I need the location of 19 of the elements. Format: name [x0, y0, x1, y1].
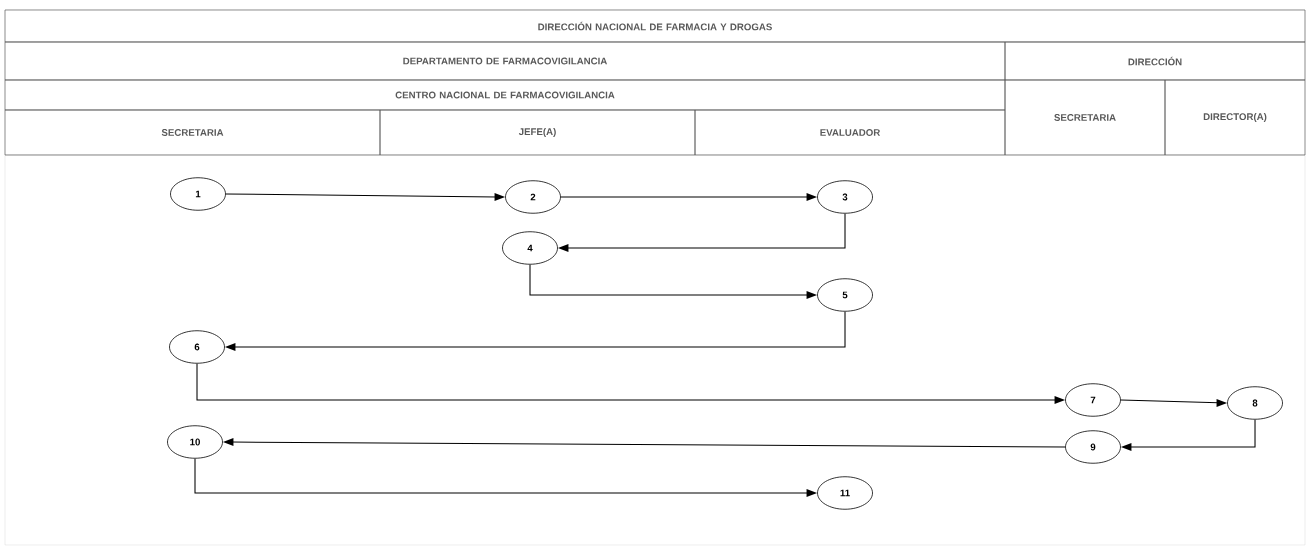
table-cell: DIRECCIÓN	[1004, 41, 1306, 81]
table-cell: SECRETARIA	[4, 109, 381, 156]
arrow	[222, 438, 1066, 448]
arrow	[196, 363, 1066, 404]
table-cell: SECRETARIA	[1004, 79, 1166, 156]
table-cell: JEFE(A)	[379, 109, 696, 156]
arrow	[225, 193, 506, 201]
table-cell: CENTRO NACIONAL DE FARMACOVIGILANCIA	[4, 79, 1006, 111]
table-cell: DIRECCIÓN NACIONAL DE FARMACIA Y DROGAS	[4, 9, 1306, 43]
table-cell: DEPARTAMENTO DE FARMACOVIGILANCIA	[4, 41, 1006, 81]
table-cell: DIRECTOR(A)	[1164, 79, 1306, 156]
arrow	[1120, 399, 1228, 407]
table-cell: EVALUADOR	[694, 109, 1006, 156]
arrow	[557, 213, 846, 252]
arrow	[224, 311, 846, 351]
arrow	[194, 458, 818, 497]
arrow	[560, 193, 818, 201]
arrow	[1120, 419, 1256, 451]
arrow	[529, 264, 818, 299]
